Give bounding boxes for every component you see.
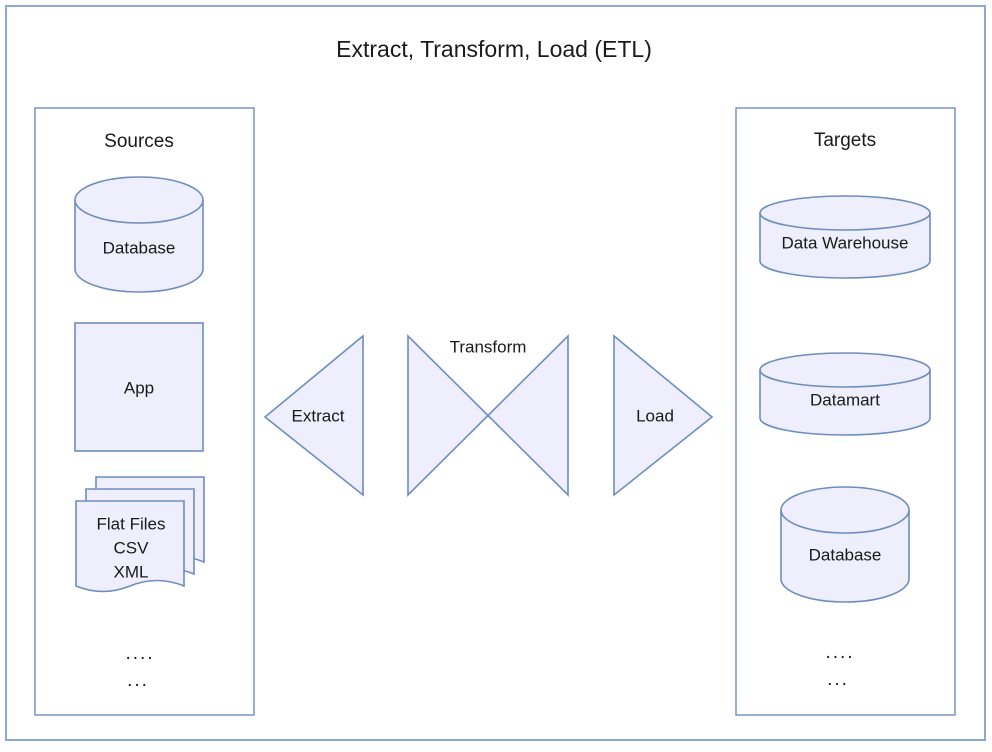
targets-ellipsis-line1: .... — [825, 642, 854, 663]
datamart-body-outline — [759, 370, 931, 436]
data-warehouse-body-outline — [759, 213, 931, 279]
source-app-outline — [74, 322, 204, 452]
load-label: Load — [636, 406, 674, 425]
source-database-top-outline — [74, 176, 204, 224]
source-app-label: App — [124, 378, 154, 397]
transform-left-triangle-fill — [408, 336, 488, 495]
transform-step[interactable]: Transform — [407, 334, 569, 497]
target-database-body-outline — [780, 510, 910, 603]
transform-right-triangle-fill — [488, 336, 568, 495]
load-triangle-fill — [614, 336, 712, 495]
targets-panel: Targets Data Warehouse Datamart — [735, 107, 956, 716]
source-database-node[interactable]: Database — [74, 176, 204, 293]
data-warehouse-label: Data Warehouse — [782, 233, 909, 252]
targets-panel-title: Targets — [814, 130, 876, 151]
target-database-label: Database — [809, 545, 882, 564]
target-data-warehouse-node[interactable]: Data Warehouse — [759, 195, 931, 279]
datamart-body-fill — [760, 370, 930, 435]
target-database-node[interactable]: Database — [780, 486, 910, 603]
datamart-label: Datamart — [810, 390, 880, 409]
source-app-node[interactable]: App — [74, 322, 204, 452]
target-datamart-node[interactable]: Datamart — [759, 352, 931, 436]
flat-files-label-line2: CSV — [114, 538, 150, 557]
sources-ellipsis-line1: .... — [125, 643, 154, 664]
page-title: Extract, Transform, Load (ETL) — [336, 36, 652, 62]
flat-files-label-line3: XML — [114, 562, 149, 581]
load-triangle-outline — [613, 334, 714, 497]
target-database-top-fill — [781, 487, 909, 533]
datamart-top-fill — [760, 353, 930, 387]
source-database-body-outline — [74, 200, 204, 293]
extract-step[interactable]: Extract — [263, 334, 364, 497]
load-step[interactable]: Load — [613, 334, 714, 497]
sources-panel-title: Sources — [104, 131, 174, 152]
extract-triangle-fill — [265, 336, 363, 495]
target-database-top-outline — [780, 486, 910, 534]
target-database-body-fill — [781, 510, 909, 602]
source-flat-files-node[interactable]: Flat Files CSV XML — [75, 476, 205, 593]
transform-label: Transform — [450, 337, 527, 356]
targets-ellipsis-line2: ... — [827, 669, 849, 690]
source-database-body-fill — [75, 200, 203, 292]
datamart-top-outline — [759, 352, 931, 388]
source-app-fill — [75, 323, 203, 451]
data-warehouse-top-fill — [760, 196, 930, 230]
flat-files-sheet-front-outline — [75, 500, 185, 593]
data-warehouse-top-outline — [759, 195, 931, 231]
sources-panel: Sources Database App — [34, 107, 255, 716]
data-warehouse-body-fill — [760, 213, 930, 278]
transform-bowtie-outline — [407, 334, 569, 497]
sources-ellipsis-line2: ... — [127, 670, 149, 691]
extract-triangle-outline — [263, 334, 364, 497]
extract-label: Extract — [292, 406, 345, 425]
flat-files-sheet-front-fill — [76, 501, 184, 592]
flat-files-label-line1: Flat Files — [97, 514, 166, 533]
source-database-label: Database — [103, 238, 176, 257]
source-database-top-fill — [75, 177, 203, 223]
